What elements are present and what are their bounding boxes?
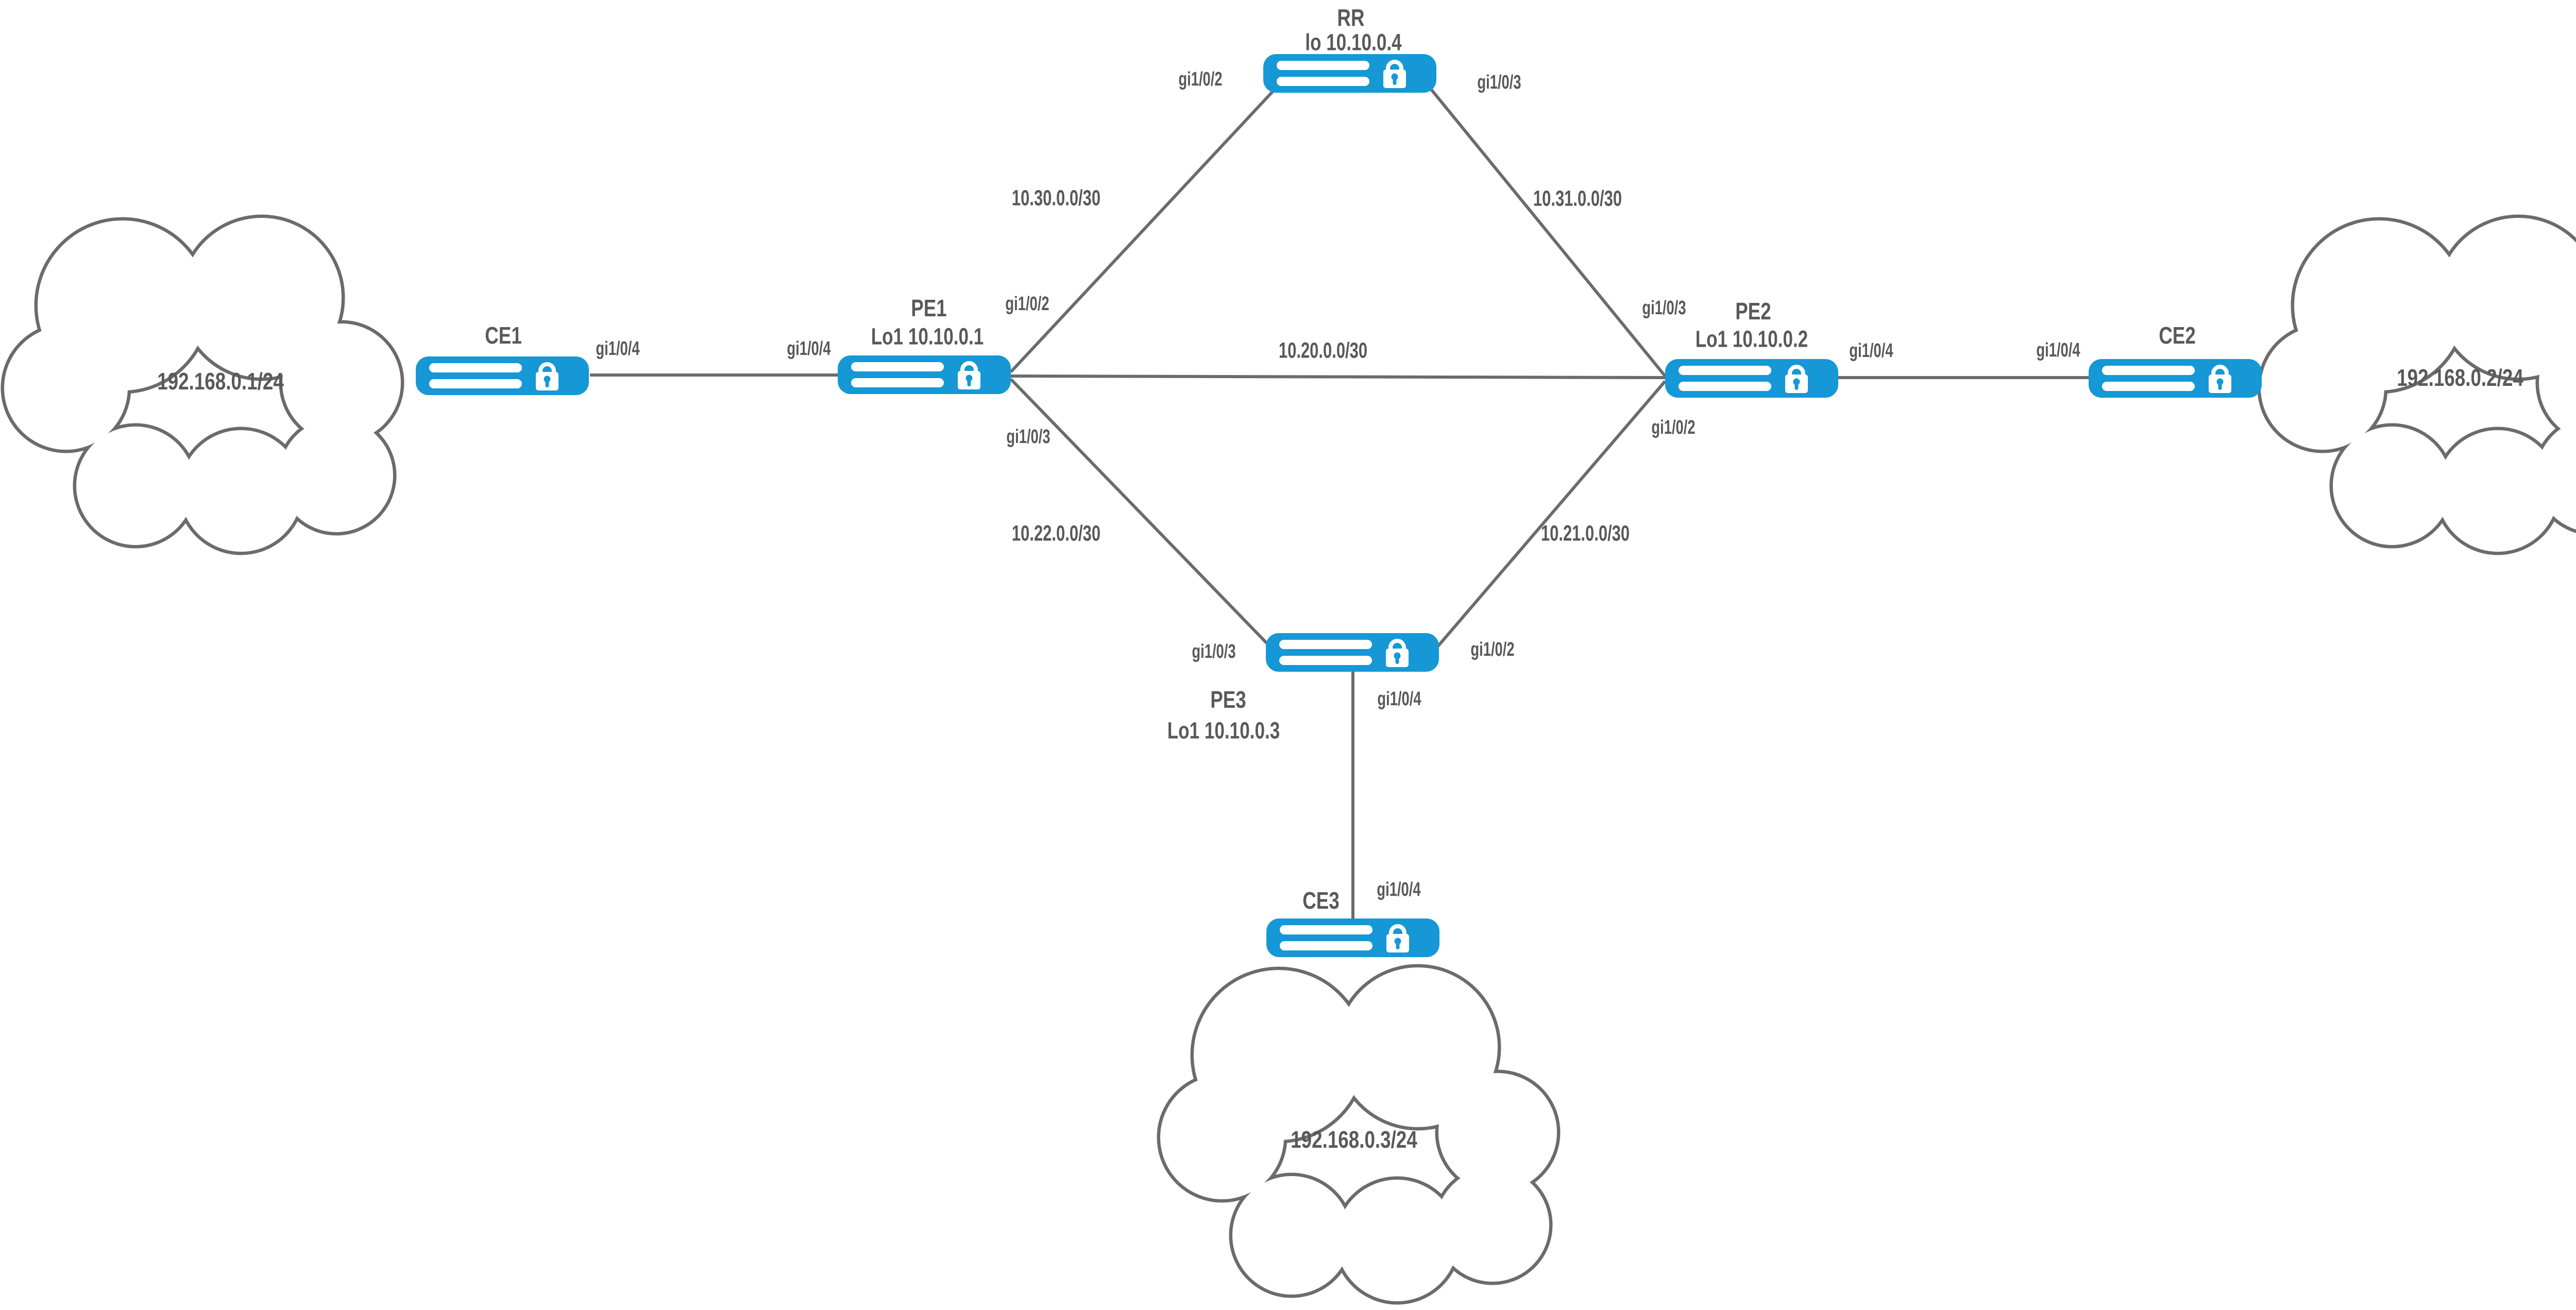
lock-icon: [2209, 365, 2231, 393]
link-subnet-pe1-rr: 10.30.0.0/30: [1011, 185, 1101, 211]
router-icon: [1266, 633, 1439, 672]
link-subnet-rr-pe2: 10.31.0.0/30: [1533, 186, 1622, 211]
if-label-ce1-gi1-0-4: gi1/0/4: [596, 338, 640, 360]
cloud-right: [2257, 214, 2576, 555]
if-label-pe2-gi1-0-4: gi1/0/4: [1849, 340, 1893, 362]
router-icon: [1266, 918, 1439, 957]
link-subnet-pe2-pe3: 10.21.0.0/30: [1540, 521, 1630, 546]
router-icon: [838, 355, 1011, 394]
node-loopback-pe2: Lo1 10.10.0.2: [1695, 326, 1808, 352]
link-pe2-pe3: [1435, 380, 1667, 649]
node-label-pe2: PE2: [1735, 298, 1771, 325]
if-label-rr-gi1-0-3: gi1/0/3: [1477, 72, 1521, 93]
router-node-pe3: [1266, 633, 1439, 672]
cloud-left: [1, 214, 404, 555]
if-label-pe2-gi1-0-3: gi1/0/3: [1642, 297, 1686, 319]
cloud-left-subnet-label: 192.168.0.1/24: [157, 368, 284, 395]
router-icon: [1263, 54, 1436, 93]
if-label-rr-gi1-0-2: gi1/0/2: [1178, 69, 1223, 90]
node-label-ce2: CE2: [2159, 322, 2196, 349]
node-label-rr: RR: [1337, 4, 1365, 31]
if-label-pe3-gi1-0-4: gi1/0/4: [1377, 688, 1421, 710]
lock-icon: [1785, 365, 1808, 393]
if-label-pe1-gi1-0-4: gi1/0/4: [787, 338, 831, 360]
lock-icon: [1386, 639, 1409, 667]
lock-icon: [1383, 60, 1406, 88]
if-label-ce2-gi1-0-4: gi1/0/4: [2036, 339, 2080, 361]
router-node-pe1: [838, 355, 1011, 394]
lock-icon: [1386, 924, 1409, 952]
if-label-pe2-gi1-0-2: gi1/0/2: [1651, 417, 1696, 438]
lock-icon: [958, 361, 980, 389]
router-icon: [1665, 359, 1838, 398]
link-pe1-rr: [1009, 90, 1274, 373]
node-label-pe3: PE3: [1210, 686, 1246, 713]
node-label-ce1: CE1: [485, 322, 522, 349]
link-pe1-pe2: [1010, 375, 1666, 379]
lock-icon: [536, 362, 558, 390]
router-node-ce3: [1266, 918, 1439, 957]
cloud-right-subnet-label: 192.168.0.2/24: [2397, 364, 2523, 391]
if-label-pe3-gi1-0-2: gi1/0/2: [1470, 639, 1515, 660]
router-icon: [416, 356, 589, 395]
node-loopback-pe1: Lo1 10.10.0.1: [871, 323, 984, 350]
node-label-ce3: CE3: [1302, 887, 1340, 914]
router-node-ce1: [416, 356, 589, 395]
router-node-rr: [1263, 54, 1436, 93]
link-subnet-pe1-pe2: 10.20.0.0/30: [1278, 338, 1368, 363]
cloud-bottom-subnet-label: 192.168.0.3/24: [1291, 1126, 1417, 1153]
cloud-bottom: [1157, 964, 1561, 1305]
link-pe1-pe3: [1009, 378, 1273, 650]
link-subnet-pe1-pe3: 10.22.0.0/30: [1011, 521, 1101, 546]
node-loopback-rr: lo 10.10.0.4: [1305, 29, 1402, 56]
if-label-pe1-gi1-0-3: gi1/0/3: [1006, 426, 1050, 448]
router-node-ce2: [2089, 359, 2262, 398]
if-label-pe3-gi1-0-3: gi1/0/3: [1192, 641, 1236, 662]
router-icon: [2089, 359, 2262, 398]
link-rr-pe2: [1428, 87, 1667, 377]
node-label-pe1: PE1: [911, 295, 947, 321]
if-label-ce3-gi1-0-4: gi1/0/4: [1377, 879, 1421, 900]
node-loopback-pe3: Lo1 10.10.0.3: [1167, 717, 1280, 744]
router-node-pe2: [1665, 359, 1838, 398]
if-label-pe1-gi1-0-2: gi1/0/2: [1005, 293, 1049, 315]
